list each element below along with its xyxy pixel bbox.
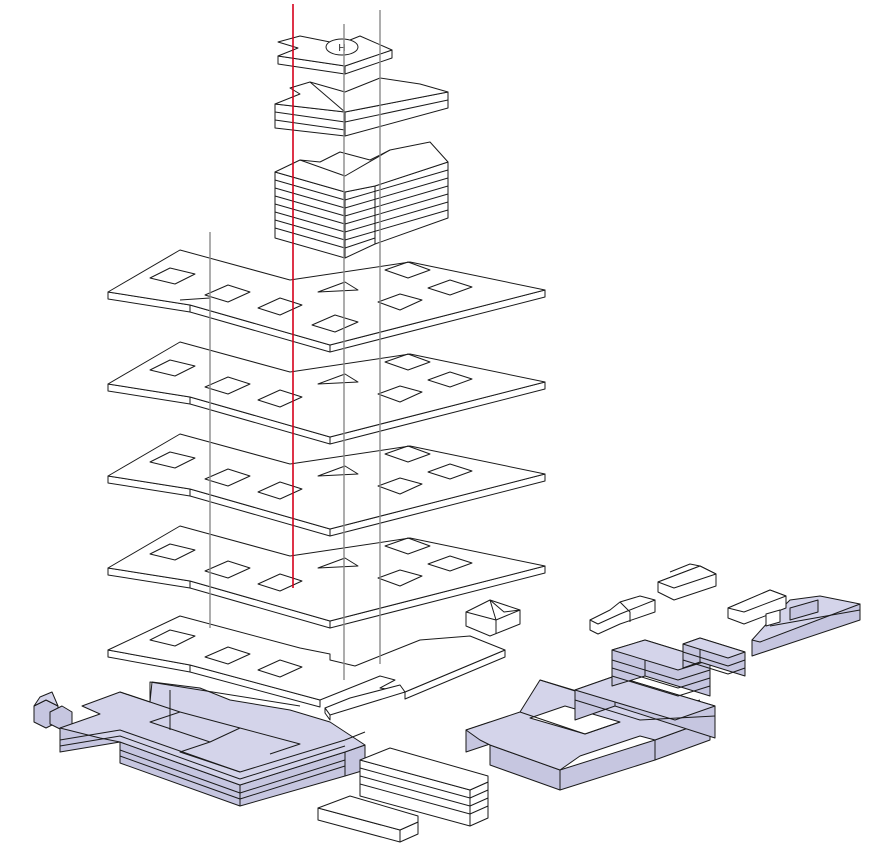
context-buildings-right bbox=[465, 595, 861, 791]
helipad-label: H bbox=[338, 43, 345, 54]
floor-slab-1 bbox=[107, 249, 546, 353]
floor-slab-ground bbox=[107, 615, 506, 721]
podium-block-low bbox=[317, 795, 419, 843]
context-buildings-left bbox=[33, 681, 366, 807]
podium-block-stacked bbox=[359, 747, 489, 827]
house-row-a bbox=[589, 595, 656, 635]
house-row-c bbox=[727, 589, 787, 625]
house-row-b bbox=[657, 563, 717, 601]
white-houses bbox=[465, 563, 787, 637]
tower-roof: H bbox=[277, 35, 393, 75]
context-bar bbox=[682, 637, 746, 677]
house-small-near-slabs bbox=[465, 599, 521, 637]
floor-slabs bbox=[107, 249, 546, 721]
tower-floors: H bbox=[274, 35, 449, 259]
context-block-far-right bbox=[751, 595, 861, 657]
floor-slab-4 bbox=[107, 525, 546, 629]
helipad: H bbox=[325, 38, 359, 56]
tower-floor-upper bbox=[274, 77, 449, 137]
house-tiny bbox=[765, 609, 781, 627]
tower-stack-mid bbox=[274, 141, 449, 259]
context-block-cross bbox=[59, 681, 366, 807]
structural-cores bbox=[209, 4, 381, 680]
context-house-small bbox=[33, 691, 73, 731]
floor-slab-2 bbox=[107, 341, 546, 445]
podium-blocks bbox=[317, 747, 489, 843]
floor-slab-3 bbox=[107, 433, 546, 537]
